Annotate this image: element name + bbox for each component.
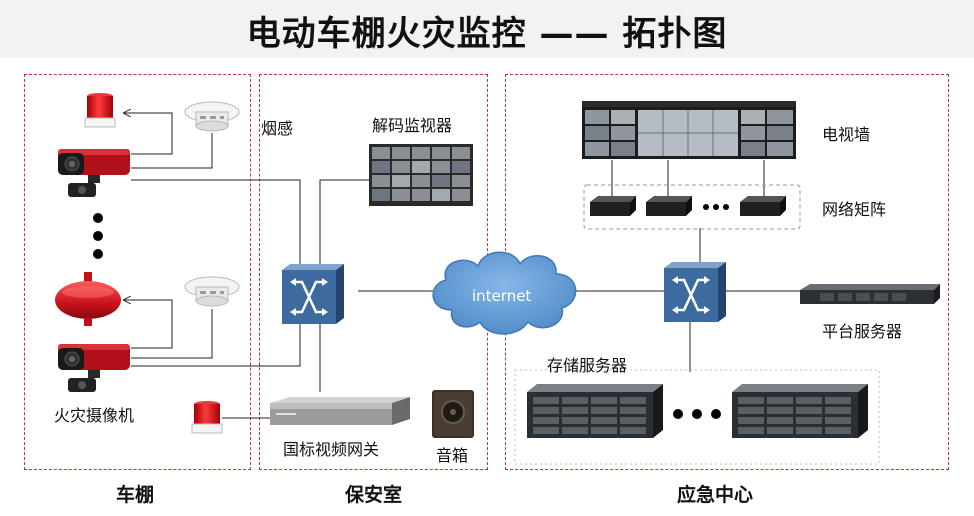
zone-label-shed: 车棚: [116, 484, 155, 506]
video-wall-icon: [582, 101, 796, 159]
storage-server-label: 存储服务器: [547, 356, 628, 375]
more-storage-dots: [673, 409, 721, 419]
zone-label-emergency-center: 应急中心: [677, 484, 754, 506]
smoke-sensor-icon: [184, 276, 240, 307]
video-gateway-icon: [270, 397, 410, 425]
platform-server-label: 平台服务器: [822, 322, 903, 341]
internet-label: internet: [472, 287, 532, 305]
smoke-sensor-label: 烟感: [261, 119, 294, 138]
speaker-icon: [432, 390, 474, 438]
video-wall-label: 电视墙: [822, 125, 871, 144]
internet-cloud-icon: [432, 251, 577, 335]
zone-label-security-room: 保安室: [345, 484, 403, 506]
decoding-monitor-label: 解码监视器: [372, 116, 453, 135]
title-bar: [0, 0, 974, 58]
more-devices-dots: [93, 213, 103, 259]
fire-camera-label: 火灾摄像机: [54, 406, 135, 425]
network-switch-icon: [664, 262, 726, 322]
network-matrix-label: 网络矩阵: [822, 200, 887, 219]
zone-shed: [24, 74, 251, 470]
fire-extinguisher-icon: [55, 272, 121, 326]
page-title: 电动车棚火灾监控 —— 拓扑图: [246, 14, 728, 54]
alarm-light-icon: [191, 401, 223, 434]
smoke-sensor-icon: [184, 101, 240, 132]
storage-group-box: [514, 369, 880, 465]
network-matrix-icon: [583, 184, 801, 230]
gb-video-gateway-label: 国标视频网关: [283, 440, 380, 459]
decoding-monitor-icon: [369, 144, 473, 206]
fire-camera-icon: [58, 149, 130, 197]
alarm-light-icon: [84, 93, 116, 128]
speaker-label: 音箱: [436, 446, 469, 465]
platform-server-icon: [800, 284, 940, 304]
storage-server-icon: [527, 384, 663, 438]
connection-lines: [124, 113, 800, 419]
storage-server-icon: [732, 384, 868, 438]
fire-camera-icon: [58, 344, 130, 392]
network-switch-icon: [282, 264, 344, 324]
